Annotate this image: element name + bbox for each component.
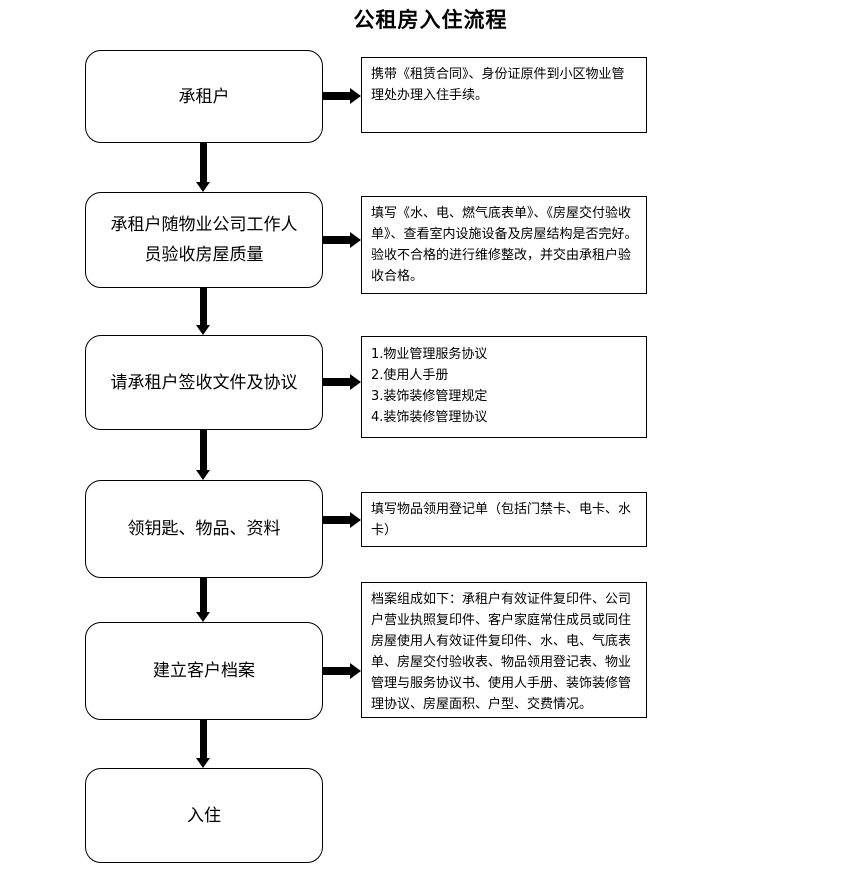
note-box-document-list: 1.物业管理服务协议 2.使用人手册 3.装饰装修管理规定 4.装饰装修管理协议: [361, 336, 647, 438]
arrow-shaft: [323, 378, 350, 386]
note-line: 单》、查看室内设施设备及房屋结构是否完好。: [371, 227, 638, 242]
process-box-label: 承租户随物业公司工作人 员验收房屋质量: [111, 210, 298, 270]
note-line: 填写《水、电、燃气底表单》、《房屋交付验收: [371, 206, 632, 221]
arrow-shaft: [323, 92, 350, 100]
page-title: 公租房入住流程: [353, 8, 508, 32]
process-box-receive-items[interactable]: 领钥匙、物品、资料: [85, 480, 323, 578]
process-box-label: 承租户: [178, 86, 230, 107]
arrow-shaft: [323, 516, 350, 524]
arrow-head: [196, 325, 210, 335]
connector-step4-step5: [196, 578, 210, 622]
arrow-shaft: [200, 430, 207, 471]
arrow-head: [196, 758, 210, 768]
note-line: 4.装饰装修管理协议: [371, 410, 488, 425]
process-box-label-line: 员验收房屋质量: [144, 245, 264, 265]
connector-step2-step3: [196, 288, 210, 335]
arrow-shaft: [323, 236, 350, 244]
arrow-shaft: [323, 667, 350, 675]
process-box-create-archive[interactable]: 建立客户档案: [85, 622, 323, 720]
arrow-head: [196, 612, 210, 622]
arrow-step5-to-note5: [323, 663, 361, 679]
note-line: 携带《租赁合同》、身份证原件到小区物业管: [371, 67, 625, 82]
note-line: 填写物品领用登记单（包括门禁卡、电卡、水: [371, 502, 632, 517]
process-box-label: 建立客户档案: [153, 661, 255, 681]
arrow-head: [350, 88, 361, 104]
note-line: 理协议、房屋面积、户型、交费情况。: [371, 697, 593, 712]
arrow-step1-to-note1: [323, 88, 361, 104]
note-box-inspection-detail: 填写《水、电、燃气底表单》、《房屋交付验收 单》、查看室内设施设备及房屋结构是否…: [361, 196, 647, 294]
arrow-head: [350, 663, 361, 679]
arrow-head: [196, 470, 210, 480]
note-line: 收合格。: [371, 269, 424, 284]
arrow-head: [350, 374, 361, 390]
process-box-label: 领钥匙、物品、资料: [127, 519, 281, 539]
process-box-label: 入住: [187, 805, 221, 826]
note-line: 单、房屋交付验收表、物品领用登记表、物业: [371, 655, 632, 670]
note-line: 理处办理入住手续。: [371, 88, 489, 103]
note-box-item-register: 填写物品领用登记单（包括门禁卡、电卡、水 卡）: [361, 492, 647, 547]
note-line: 验收不合格的进行维修整改，并交由承租户验: [371, 248, 632, 263]
process-box-inspection[interactable]: 承租户随物业公司工作人 员验收房屋质量: [85, 192, 323, 288]
process-box-tenant[interactable]: 承租户: [85, 50, 323, 143]
note-line: 1.物业管理服务协议: [371, 347, 488, 362]
note-line: 户营业执照复印件、客户家庭常住成员或同住: [371, 613, 632, 628]
connector-step3-step4: [196, 430, 210, 480]
note-line: 卡）: [371, 523, 398, 538]
process-box-label: 请承租户签收文件及协议: [110, 372, 298, 393]
note-line: 2.使用人手册: [371, 368, 449, 383]
note-line: 房屋使用人有效证件复印件、水、电、气底表: [371, 634, 632, 649]
note-box-archive-contents: 档案组成如下：承租户有效证件复印件、公司 户营业执照复印件、客户家庭常住成员或同…: [361, 582, 647, 718]
process-box-move-in[interactable]: 入住: [85, 768, 323, 863]
arrow-head: [350, 512, 361, 528]
note-line: 档案组成如下：承租户有效证件复印件、公司: [371, 592, 632, 607]
arrow-shaft: [200, 143, 207, 183]
arrow-step4-to-note4: [323, 512, 361, 528]
note-line: 管理与服务协议书、使用人手册、装饰装修管: [371, 676, 632, 691]
connector-step1-step2: [196, 143, 210, 192]
note-box-checkin-materials: 携带《租赁合同》、身份证原件到小区物业管 理处办理入住手续。: [361, 57, 647, 133]
arrow-shaft: [200, 720, 207, 759]
arrow-head: [196, 182, 210, 192]
connector-step5-step6: [196, 720, 210, 768]
arrow-shaft: [200, 288, 207, 326]
note-line: 3.装饰装修管理规定: [371, 389, 488, 404]
process-box-label-line: 承租户随物业公司工作人: [110, 215, 298, 235]
arrow-shaft: [200, 578, 207, 613]
arrow-step3-to-note3: [323, 374, 361, 390]
arrow-step2-to-note2: [323, 232, 361, 248]
process-box-sign-documents[interactable]: 请承租户签收文件及协议: [85, 335, 323, 430]
arrow-head: [350, 232, 361, 248]
